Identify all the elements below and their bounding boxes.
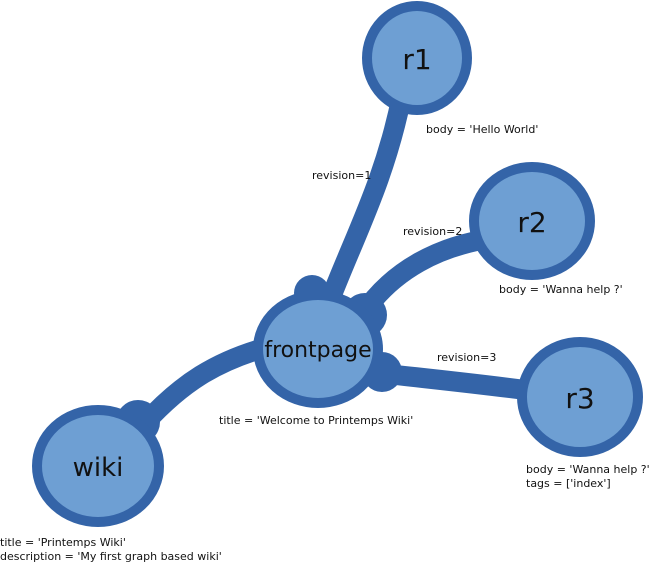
node-frontpage-props: title = 'Welcome to Printemps Wiki': [219, 414, 413, 428]
node-r2-props: body = 'Wanna help ?': [499, 283, 623, 297]
property-line: title = 'Welcome to Printemps Wiki': [219, 414, 414, 427]
property-line: body = 'Wanna help ?': [499, 283, 623, 296]
edge-label-revision-2: revision=2: [403, 225, 463, 238]
node-r2-label: r2: [517, 206, 546, 239]
node-wiki: [32, 405, 164, 527]
node-frontpage: [253, 290, 383, 408]
node-r3-label: r3: [565, 382, 594, 415]
node-r3: [517, 337, 643, 457]
edge-label-revision-3: revision=3: [437, 351, 497, 364]
property-line: body = 'Wanna help ?': [526, 463, 650, 476]
property-line: tags = ['index']: [526, 477, 611, 490]
node-r1-props: body = 'Hello World': [426, 123, 538, 137]
node-r3-props: body = 'Wanna help ?' tags = ['index']: [526, 463, 650, 491]
node-frontpage-label: frontpage: [264, 338, 371, 363]
node-r1: [362, 1, 472, 115]
node-r1-label: r1: [402, 43, 431, 76]
edge-label-revision-1: revision=1: [312, 169, 372, 182]
property-line: description = 'My first graph based wiki…: [0, 550, 222, 563]
property-line: body = 'Hello World': [426, 123, 539, 136]
edge-frontpage-r1: [320, 85, 412, 310]
property-line: title = 'Printemps Wiki': [0, 536, 126, 549]
node-wiki-label: wiki: [73, 453, 124, 483]
node-r2: [469, 162, 595, 280]
node-wiki-props: title = 'Printemps Wiki' description = '…: [0, 536, 222, 564]
nodes: r1 r2 r3 frontpage wiki: [32, 1, 643, 527]
edge-frontpage-r3: [368, 363, 550, 402]
